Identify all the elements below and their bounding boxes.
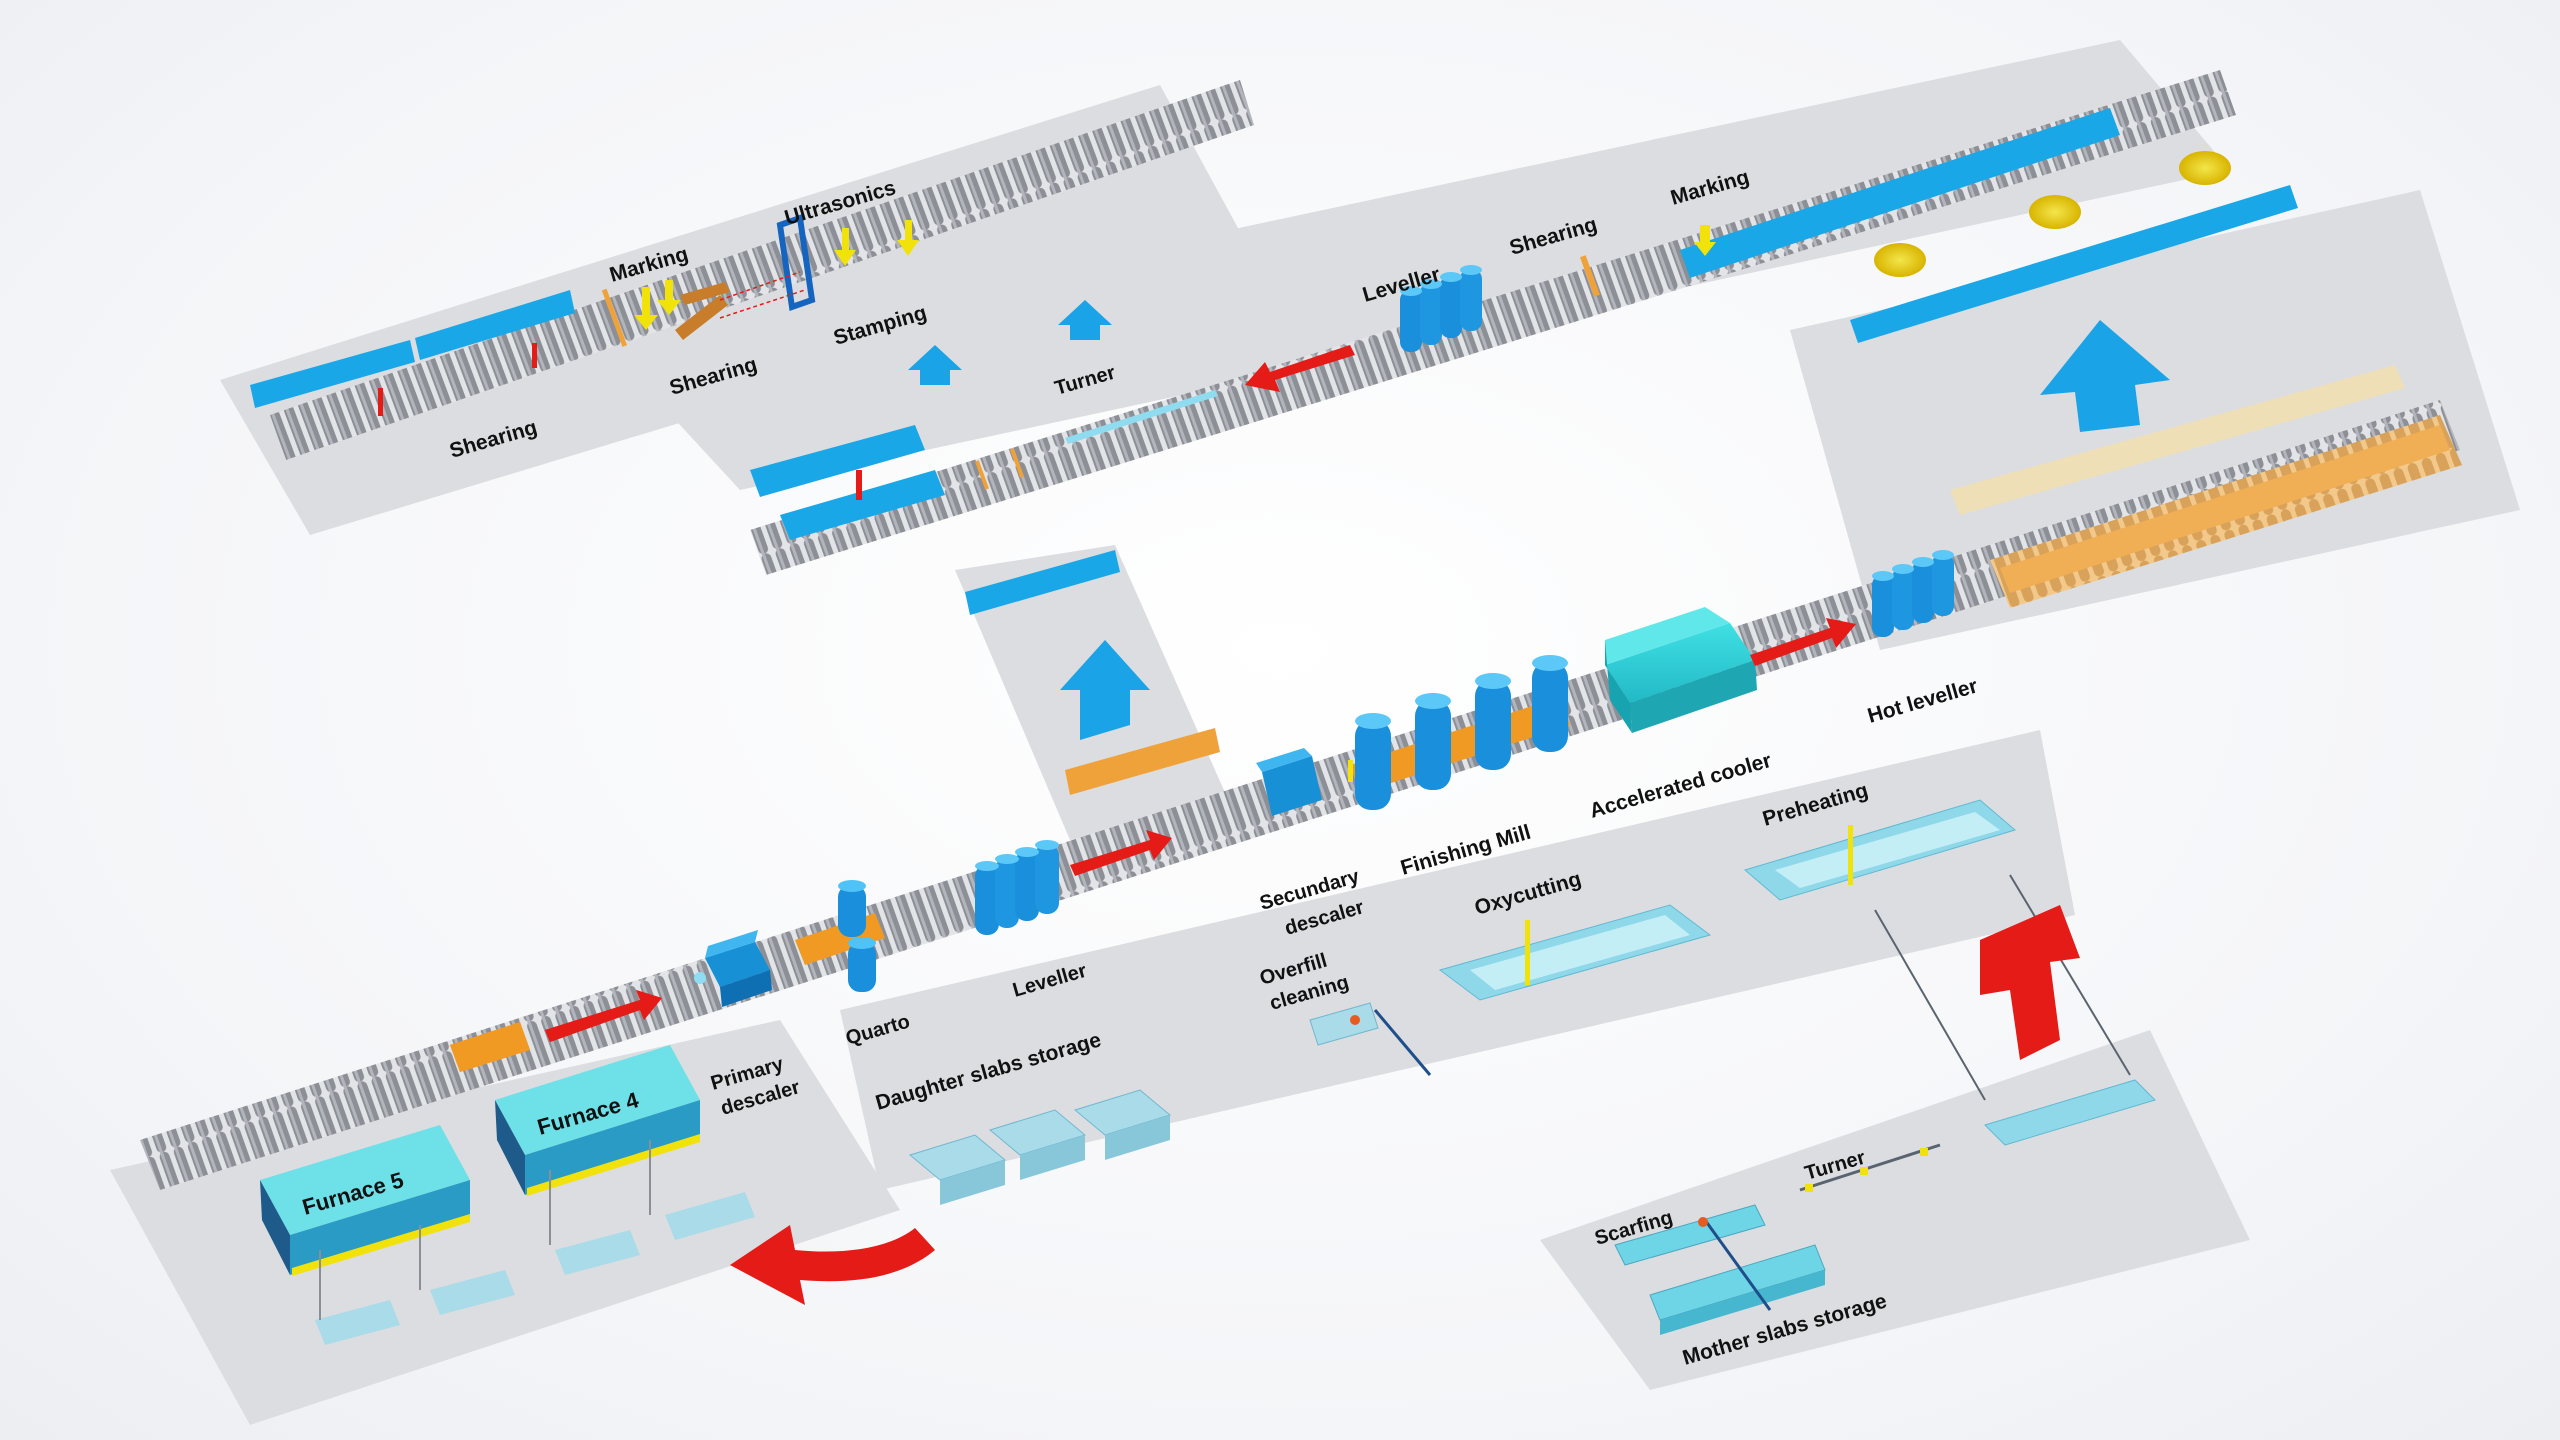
flow-arrow-2 <box>1070 830 1172 876</box>
cooling-bed <box>1850 151 2450 593</box>
torch-icon <box>1350 1015 1360 1025</box>
furnace-4 <box>495 1045 700 1196</box>
furnace-5 <box>260 1125 470 1276</box>
upper-left-line <box>250 213 919 416</box>
mother-slab-area <box>1614 1079 2156 1335</box>
cut-mark <box>856 470 862 500</box>
turner-arrow-1 <box>908 345 962 385</box>
slab-yard <box>908 799 2131 1205</box>
turner-lower <box>1799 1143 1941 1192</box>
ultrasonic-probe-icon <box>834 228 856 266</box>
hot-leveller <box>1872 550 1954 637</box>
flow-arrow-upper <box>1245 345 1355 392</box>
plate-b <box>780 470 945 540</box>
plate-left-1 <box>250 340 415 408</box>
fan-icon <box>2179 151 2231 185</box>
shear-markers <box>974 448 1025 490</box>
fan-icon <box>1874 243 1926 277</box>
shear-blades-left <box>601 282 730 347</box>
spray-icon <box>694 972 706 984</box>
upper-line <box>750 108 2120 540</box>
plate-on-cooling-bed <box>2000 425 2450 593</box>
turner-arrows <box>908 300 1112 385</box>
daughter-slab-stacks <box>908 1089 1172 1205</box>
torch-icon <box>1698 1217 1708 1227</box>
return-arrow <box>730 1225 935 1305</box>
torch-icon <box>1525 920 1530 985</box>
marker-icon <box>1348 760 1353 782</box>
charging-tables <box>315 1140 755 1345</box>
plate-lift <box>965 550 1220 795</box>
ultrasonic-probe-icon <box>897 220 919 256</box>
ultrasonics-frame <box>719 213 816 319</box>
cut-mark-left-1 <box>378 388 383 416</box>
fan-icon <box>2029 195 2081 229</box>
blue-plate-upper <box>1850 185 2298 343</box>
scarfing-station <box>1614 1204 1826 1335</box>
overfill-cleaning-station <box>1309 1002 1432 1076</box>
furnaces <box>260 990 935 1345</box>
plate-left-2 <box>415 290 575 360</box>
platform-mother-slabs <box>1540 1030 2250 1390</box>
platform-upper-right <box>620 40 2230 490</box>
marking-heads-left <box>634 280 681 330</box>
marking-head-icon <box>634 287 658 330</box>
leveller-2 <box>1400 265 1482 352</box>
preheating-table <box>1743 799 2017 901</box>
plate-orange <box>1065 728 1220 795</box>
ultrasonic-probes <box>834 220 919 266</box>
leveller-1 <box>975 840 1059 935</box>
transfer-arrow-up <box>1980 905 2080 1060</box>
finishing-mill <box>1348 655 1568 810</box>
oxycutting-table <box>1438 904 1712 1001</box>
shear-icon <box>1579 255 1601 297</box>
slab-in-finishing-mill <box>1350 697 1570 793</box>
lift-arrow <box>1060 640 1150 740</box>
cream-plate <box>1950 365 2405 515</box>
platform-slab-yard <box>840 730 2075 1190</box>
label-hot-leveller: Hot leveller <box>1865 674 1980 727</box>
roller-table-upper-left <box>270 80 1254 460</box>
plate-blue <box>965 550 1120 615</box>
flow-arrow-3 <box>1750 618 1856 666</box>
turner-plate-thin <box>1065 390 1218 444</box>
burner-icon <box>1848 825 1853 885</box>
cut-mark-left-2 <box>532 343 537 368</box>
lift-arrow-right <box>2040 320 2170 432</box>
flow-arrow-furnace <box>545 990 662 1042</box>
transfer-frame <box>1874 874 2131 1101</box>
mother-slab-table <box>1984 1079 2156 1146</box>
quarto-stand <box>838 880 876 992</box>
furnace-orange-slab <box>450 1022 530 1072</box>
platform-furnaces <box>110 1020 900 1425</box>
fan-icons <box>1874 151 2231 277</box>
marking-head-icon <box>657 280 681 315</box>
secondary-descaler <box>1256 748 1322 816</box>
turner-arrow-2 <box>1058 300 1112 340</box>
primary-descaler <box>694 930 772 1007</box>
plate-a <box>750 425 925 497</box>
marking-head-icon <box>1694 225 1716 256</box>
long-blue-plate <box>1680 108 2120 278</box>
accelerated-cooler <box>1605 607 1757 733</box>
